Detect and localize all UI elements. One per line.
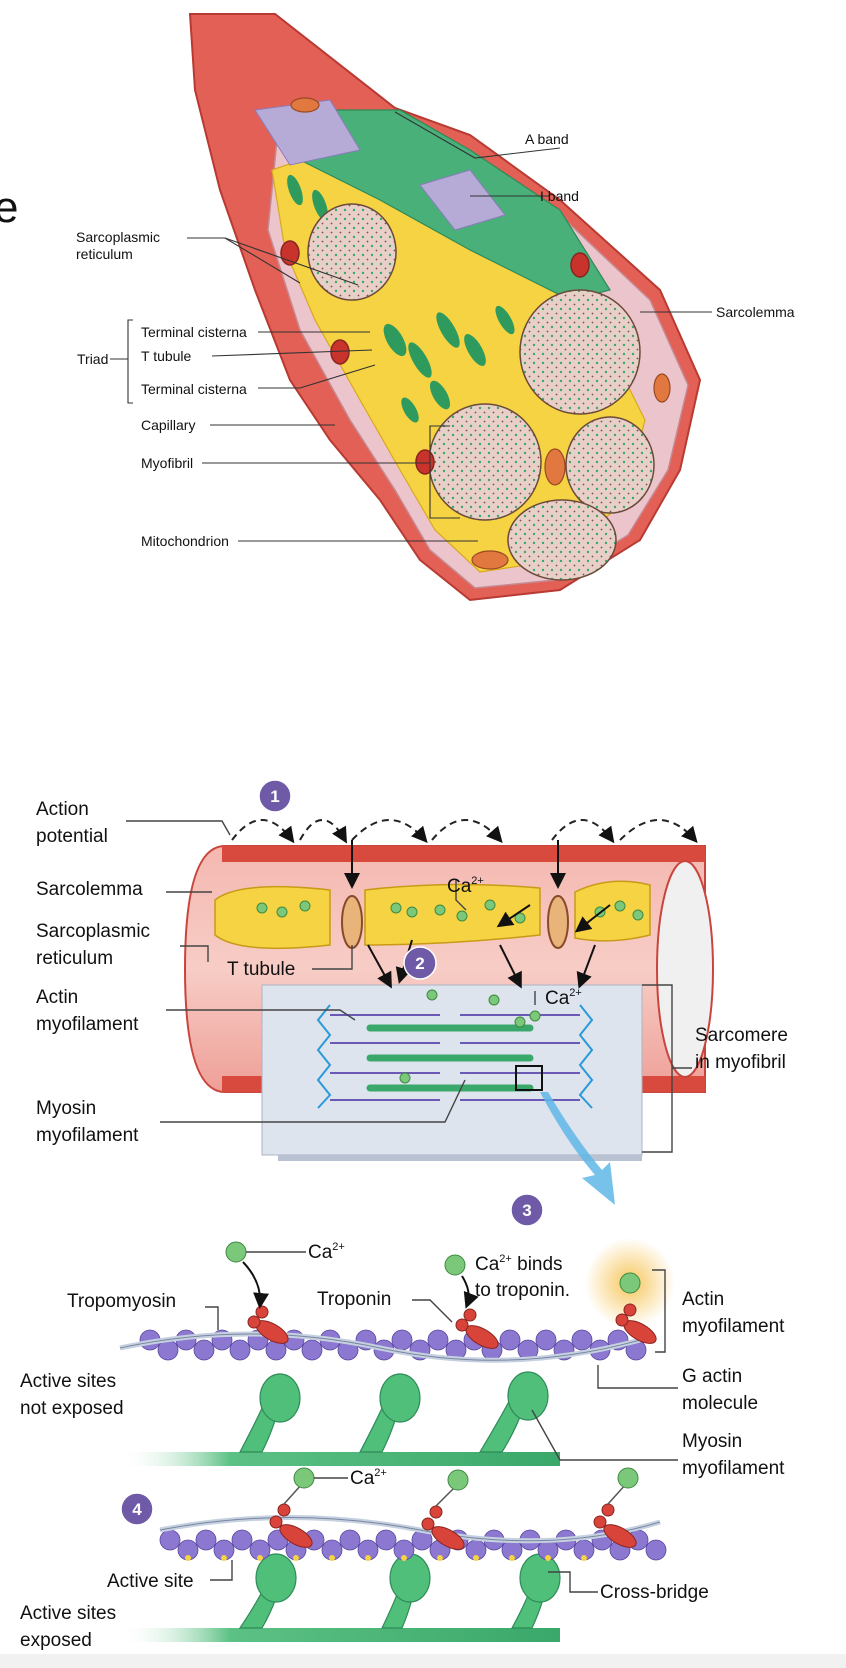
myofibril-cross-section xyxy=(507,499,617,581)
step-marker-1: 1 xyxy=(258,779,292,813)
sr-blobs xyxy=(287,174,515,423)
mitochondrion xyxy=(471,550,509,570)
zoom-arrow xyxy=(540,1092,615,1205)
excitation-illustration xyxy=(183,819,714,1205)
fiber-leader-lines xyxy=(110,111,712,542)
label-a-band: A band xyxy=(525,131,569,147)
bottom-bar xyxy=(0,1654,846,1668)
label-ca-2plus: Ca2+ xyxy=(545,987,582,1009)
capillary xyxy=(330,339,350,365)
label-triad: Triad xyxy=(77,351,108,367)
mitochondrion xyxy=(653,373,671,403)
label-ca-2plus: Ca2+ xyxy=(308,1241,345,1263)
ca-arrow xyxy=(461,1275,479,1309)
sr-tube xyxy=(214,885,331,950)
calcium-ion xyxy=(619,1272,641,1294)
myosin-tail xyxy=(120,1452,560,1466)
troponin-complex xyxy=(247,1303,657,1349)
step-marker-2: 2 xyxy=(403,946,437,980)
label-troponin: Troponin xyxy=(317,1289,391,1310)
filament-step4 xyxy=(120,1467,667,1642)
troponin-complex xyxy=(269,1503,637,1550)
label-sarcolemma: Sarcolemma xyxy=(36,879,143,900)
capillary xyxy=(570,252,590,278)
filament-step4-leader-lines xyxy=(210,1477,598,1593)
myosin-tail xyxy=(120,1628,560,1642)
label-t-tubule: T tubule xyxy=(227,959,295,980)
label-ca-2plus: Ca2+ xyxy=(447,875,484,897)
bound-calcium xyxy=(283,1467,639,1507)
calcium-ion xyxy=(225,1241,247,1263)
label-i-band: I band xyxy=(540,188,579,204)
active-site-dots xyxy=(185,1555,587,1561)
myosin-heads xyxy=(239,1371,549,1453)
step-marker-4: 4 xyxy=(120,1492,154,1526)
label-cross-bridge: Cross-bridge xyxy=(600,1582,709,1603)
ca-arrow xyxy=(242,1261,270,1309)
tropomyosin-strand-outline xyxy=(119,1333,641,1361)
sr-tube xyxy=(574,880,651,942)
mitochondrion xyxy=(544,448,566,486)
thick-filaments xyxy=(366,1024,534,1092)
sarcomere-panel-shadow xyxy=(278,1155,642,1161)
tropomyosin-strand-outline xyxy=(159,1517,661,1542)
calcium-ion xyxy=(444,1254,466,1276)
zoom-box xyxy=(515,1065,543,1091)
myofibril-cross-section xyxy=(565,416,655,514)
label-myofibril: Myofibril xyxy=(141,455,193,471)
z-discs xyxy=(316,1004,594,1109)
calcium-ions-mid xyxy=(256,899,644,1084)
myofibril-cross-section xyxy=(307,203,397,301)
myosin-heads-bound xyxy=(238,1553,561,1629)
mitochondrion xyxy=(290,97,320,113)
page-fragment-text: e xyxy=(0,183,18,232)
label-t-tubule: T tubule xyxy=(141,348,192,364)
sarcolemma-top-band xyxy=(222,846,705,862)
label-ca-2plus: Ca2+ xyxy=(350,1467,387,1489)
label-active-site: Active site xyxy=(107,1571,194,1592)
myofibril-cross-section xyxy=(428,403,542,521)
svg-text:4: 4 xyxy=(132,1500,142,1519)
tube-opening xyxy=(656,860,714,1078)
label-terminal-cisterna: Terminal cisterna xyxy=(141,324,247,340)
label-capillary: Capillary xyxy=(141,417,195,433)
svg-text:1: 1 xyxy=(270,787,279,806)
svg-text:2: 2 xyxy=(415,954,424,973)
muscle-fiber-illustration xyxy=(188,13,702,602)
myofibril-cross-section xyxy=(519,289,641,415)
label-tropomyosin: Tropomyosin xyxy=(67,1291,176,1312)
filament-step3 xyxy=(119,1238,675,1466)
label-sarcolemma: Sarcolemma xyxy=(716,304,795,320)
label-mitochondrion: Mitochondrion xyxy=(141,533,229,549)
filament-step3-leader-lines xyxy=(205,1251,678,1461)
capillary xyxy=(415,449,435,475)
step-marker-3: 3 xyxy=(510,1193,544,1227)
action-potential-arcs xyxy=(231,819,698,844)
t-tubule-ring xyxy=(547,895,569,949)
svg-text:3: 3 xyxy=(522,1201,531,1220)
t-tubule-ring xyxy=(341,895,363,949)
band-segment-2 xyxy=(419,169,506,231)
thin-filaments xyxy=(330,1014,580,1101)
label-terminal-cisterna: Terminal cisterna xyxy=(141,381,247,397)
excitation-leader-lines xyxy=(126,820,692,1153)
